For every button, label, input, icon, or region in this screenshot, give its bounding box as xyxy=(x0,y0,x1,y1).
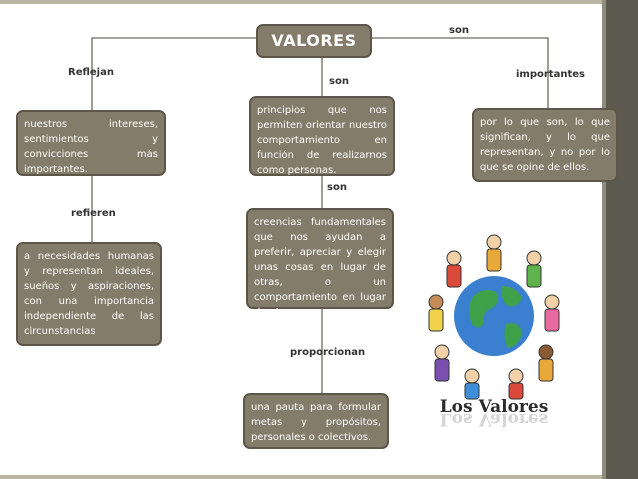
illustration-caption-reflection: Los Valores xyxy=(440,409,549,429)
label-refieren: refieren xyxy=(71,208,116,219)
connector-left-branch xyxy=(91,37,256,110)
label-son-center-2: son xyxy=(327,182,347,193)
node-principios: principios que nos permiten orientar nue… xyxy=(249,96,395,176)
illustration-caption: Los Valores xyxy=(440,397,549,417)
connector-right-branch xyxy=(372,37,549,108)
globe-icon xyxy=(454,276,534,356)
label-proporcionan: proporcionan xyxy=(290,347,366,358)
label-son-center-1: son xyxy=(329,76,349,87)
node-creencias: creencias fundamentales que nos ayudan a… xyxy=(246,208,394,318)
node-pauta: una pauta para formular metas y propósit… xyxy=(243,393,389,449)
right-sidebar xyxy=(606,0,638,479)
label-importantes: importantes xyxy=(516,69,585,80)
globe-children-image: Los Valores Los Valores xyxy=(428,234,560,429)
los-valores-illustration: Los Valores Los Valores xyxy=(406,206,582,440)
label-reflejan: Reflejan xyxy=(68,67,114,78)
title-node-valores: VALORES xyxy=(256,24,372,58)
node-significan: por lo que son, lo que significan, y lo … xyxy=(472,108,618,182)
bottom-stripe xyxy=(0,475,638,479)
top-stripe xyxy=(0,0,638,4)
node-necesidades: a necesidades humanas y representan idea… xyxy=(16,242,162,346)
label-son-top: son xyxy=(449,25,469,36)
sidebar-edge xyxy=(602,0,606,479)
node-intereses: nuestros intereses, sentimientos y convi… xyxy=(16,110,166,176)
